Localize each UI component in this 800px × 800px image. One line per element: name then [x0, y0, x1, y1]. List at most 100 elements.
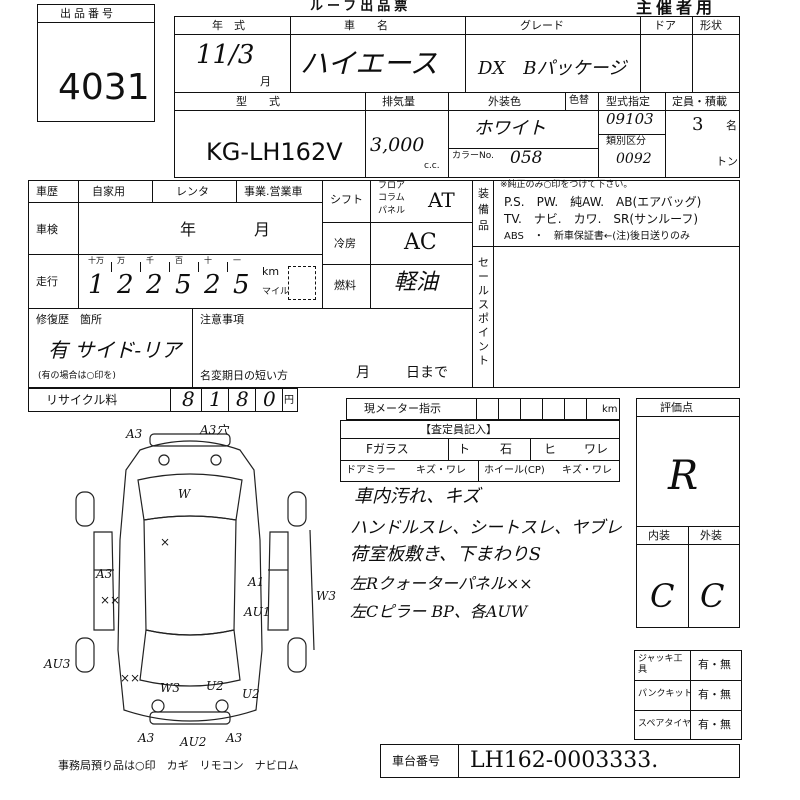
- mileage-unit-2: 千: [146, 256, 154, 265]
- colorcode-label: 色替: [569, 95, 589, 106]
- model-value: KG-LH162V: [206, 138, 343, 166]
- colorno-value: 058: [510, 148, 543, 168]
- mileage-unit-4: 十: [204, 256, 212, 265]
- svg-text:U2: U2: [242, 687, 260, 701]
- history-business: 事業.営業車: [244, 185, 303, 198]
- inspector-label: 【査定員記入】: [420, 423, 497, 436]
- spec-table: [174, 16, 740, 178]
- capacity-label: 定員・積載: [672, 95, 727, 108]
- class-value: 0092: [616, 151, 652, 167]
- exterior-value: C: [700, 577, 725, 615]
- title-change-month: 月: [356, 365, 370, 381]
- notes-label: 注意事項: [200, 313, 244, 326]
- equipment-line1: P.S. PW. 純AW. AB(エアバッグ): [504, 195, 702, 209]
- recycle-digit-1: 1: [209, 387, 222, 411]
- crack-label: ワレ: [584, 442, 609, 456]
- typespec-value: 09103: [606, 110, 654, 128]
- comment-1: 車内汚れ、キズ: [354, 486, 481, 507]
- class-label: 類別区分: [606, 136, 646, 147]
- wheel-rear-left: [75, 637, 95, 673]
- accessories-box: [634, 650, 742, 740]
- recycle-digit-0: 8: [182, 387, 195, 411]
- col-name: 車 名: [344, 19, 388, 32]
- svg-text:W3: W3: [316, 589, 336, 603]
- capacity-mei: 名: [726, 119, 737, 132]
- recycle-label: リサイクル料: [46, 393, 118, 407]
- mileage-digit-3: 5: [175, 270, 192, 300]
- ac-label: 冷房: [334, 237, 356, 250]
- svg-text:A3: A3: [137, 731, 155, 745]
- interior-label: 内装: [648, 529, 670, 542]
- acc-spare-label: スペアタイヤ: [638, 719, 692, 729]
- chassis-label: 車台番号: [392, 754, 441, 768]
- comment-5: 左Cピラー BP、各AUW: [350, 602, 528, 621]
- svg-text:A3穴: A3穴: [199, 423, 230, 437]
- svg-text:××: ××: [100, 593, 120, 607]
- mile-label: マイル: [262, 287, 290, 297]
- history-label: 車歴: [36, 185, 58, 198]
- exterior-label: 外装: [700, 529, 722, 542]
- mirror-label: ドアミラー: [346, 465, 396, 476]
- svg-text:××: ××: [120, 671, 140, 685]
- meter-box: [346, 398, 620, 420]
- svg-text:U2: U2: [206, 679, 224, 693]
- acc-kit-value: 有・無: [698, 688, 731, 701]
- chassis-value: LH162-0003333.: [470, 748, 659, 773]
- svg-text:A3: A3: [95, 567, 113, 581]
- acc-jack-value: 有・無: [698, 658, 731, 671]
- equipment-line2: TV. ナビ. カワ. SR(サンルーフ): [504, 212, 699, 226]
- lot-number-value: 4031: [58, 67, 150, 108]
- meter-km: km: [602, 404, 618, 415]
- repair-note: (有の場合は○印を): [38, 371, 116, 381]
- stone-label: 石: [500, 442, 513, 456]
- wheel-label: ホイール(CP): [484, 465, 545, 476]
- ac-value: AC: [404, 230, 437, 255]
- form-title: ルーフ出品票: [310, 0, 412, 14]
- km-checkbox[interactable]: [288, 266, 316, 300]
- equipment-note: ※純正のみ○印をつけて下さい。: [500, 180, 633, 190]
- glass-label: Fガラス: [366, 442, 409, 456]
- wheel-value: キズ・ワレ: [562, 465, 612, 476]
- history-private: 自家用: [92, 185, 125, 198]
- comment-2: ハンドルスレ、シートスレ、ヤブレ: [350, 518, 622, 538]
- sales-point-label: セールスポイント: [478, 256, 489, 367]
- disp-label: 排気量: [382, 95, 415, 108]
- col-grade: グレード: [520, 19, 564, 32]
- repair-value: 有 サイド-リア: [48, 338, 182, 362]
- title-change-day: 日まで: [406, 365, 448, 381]
- year-value: 11/3: [196, 40, 255, 70]
- color-value: ホワイト: [474, 118, 546, 139]
- col-year: 年 式: [212, 19, 245, 32]
- history-rental: レンタ: [176, 185, 209, 198]
- inspection-month: 月: [254, 220, 271, 239]
- score-label: 評価点: [660, 401, 693, 414]
- recycle-digit-3: 0: [263, 387, 276, 411]
- mileage-unit-5: 一: [233, 256, 241, 265]
- mileage-unit-3: 百: [175, 256, 183, 265]
- model-label: 型 式: [236, 95, 280, 108]
- cc-label: c.c.: [424, 161, 440, 171]
- inspector-box: [340, 420, 620, 482]
- condition-table: [28, 180, 740, 388]
- svg-text:A3: A3: [125, 427, 143, 441]
- col-door: ドア: [654, 19, 676, 32]
- svg-text:A3: A3: [225, 731, 243, 745]
- organizer-title: 主催者用: [636, 0, 717, 17]
- lot-number-box: [37, 4, 155, 122]
- chassis-box: [380, 744, 740, 778]
- comment-3: 荷室板敷き、下まわりS: [350, 544, 542, 565]
- col-shape: 形状: [700, 19, 722, 32]
- lot-number-label: 出品番号: [60, 7, 116, 20]
- acc-jack-label: ジャッキ工具: [638, 654, 683, 675]
- fuel-value: 軽油: [394, 270, 439, 295]
- meter-label: 現メーター指示: [364, 402, 441, 415]
- mileage-digit-2: 2: [146, 270, 163, 300]
- keys-text: 事務局預り品は○印 カギ リモコン ナビロム: [58, 759, 299, 772]
- shift-value: AT: [428, 188, 455, 212]
- equipment-label: 装備品: [478, 187, 489, 232]
- crack-pre: ヒ: [544, 442, 557, 456]
- shift-opt-column: コラム: [378, 193, 405, 203]
- wheel-front-left: [75, 491, 95, 527]
- title-change-label: 名変期日の短い方: [200, 369, 288, 382]
- capacity-ton: トン: [716, 155, 738, 168]
